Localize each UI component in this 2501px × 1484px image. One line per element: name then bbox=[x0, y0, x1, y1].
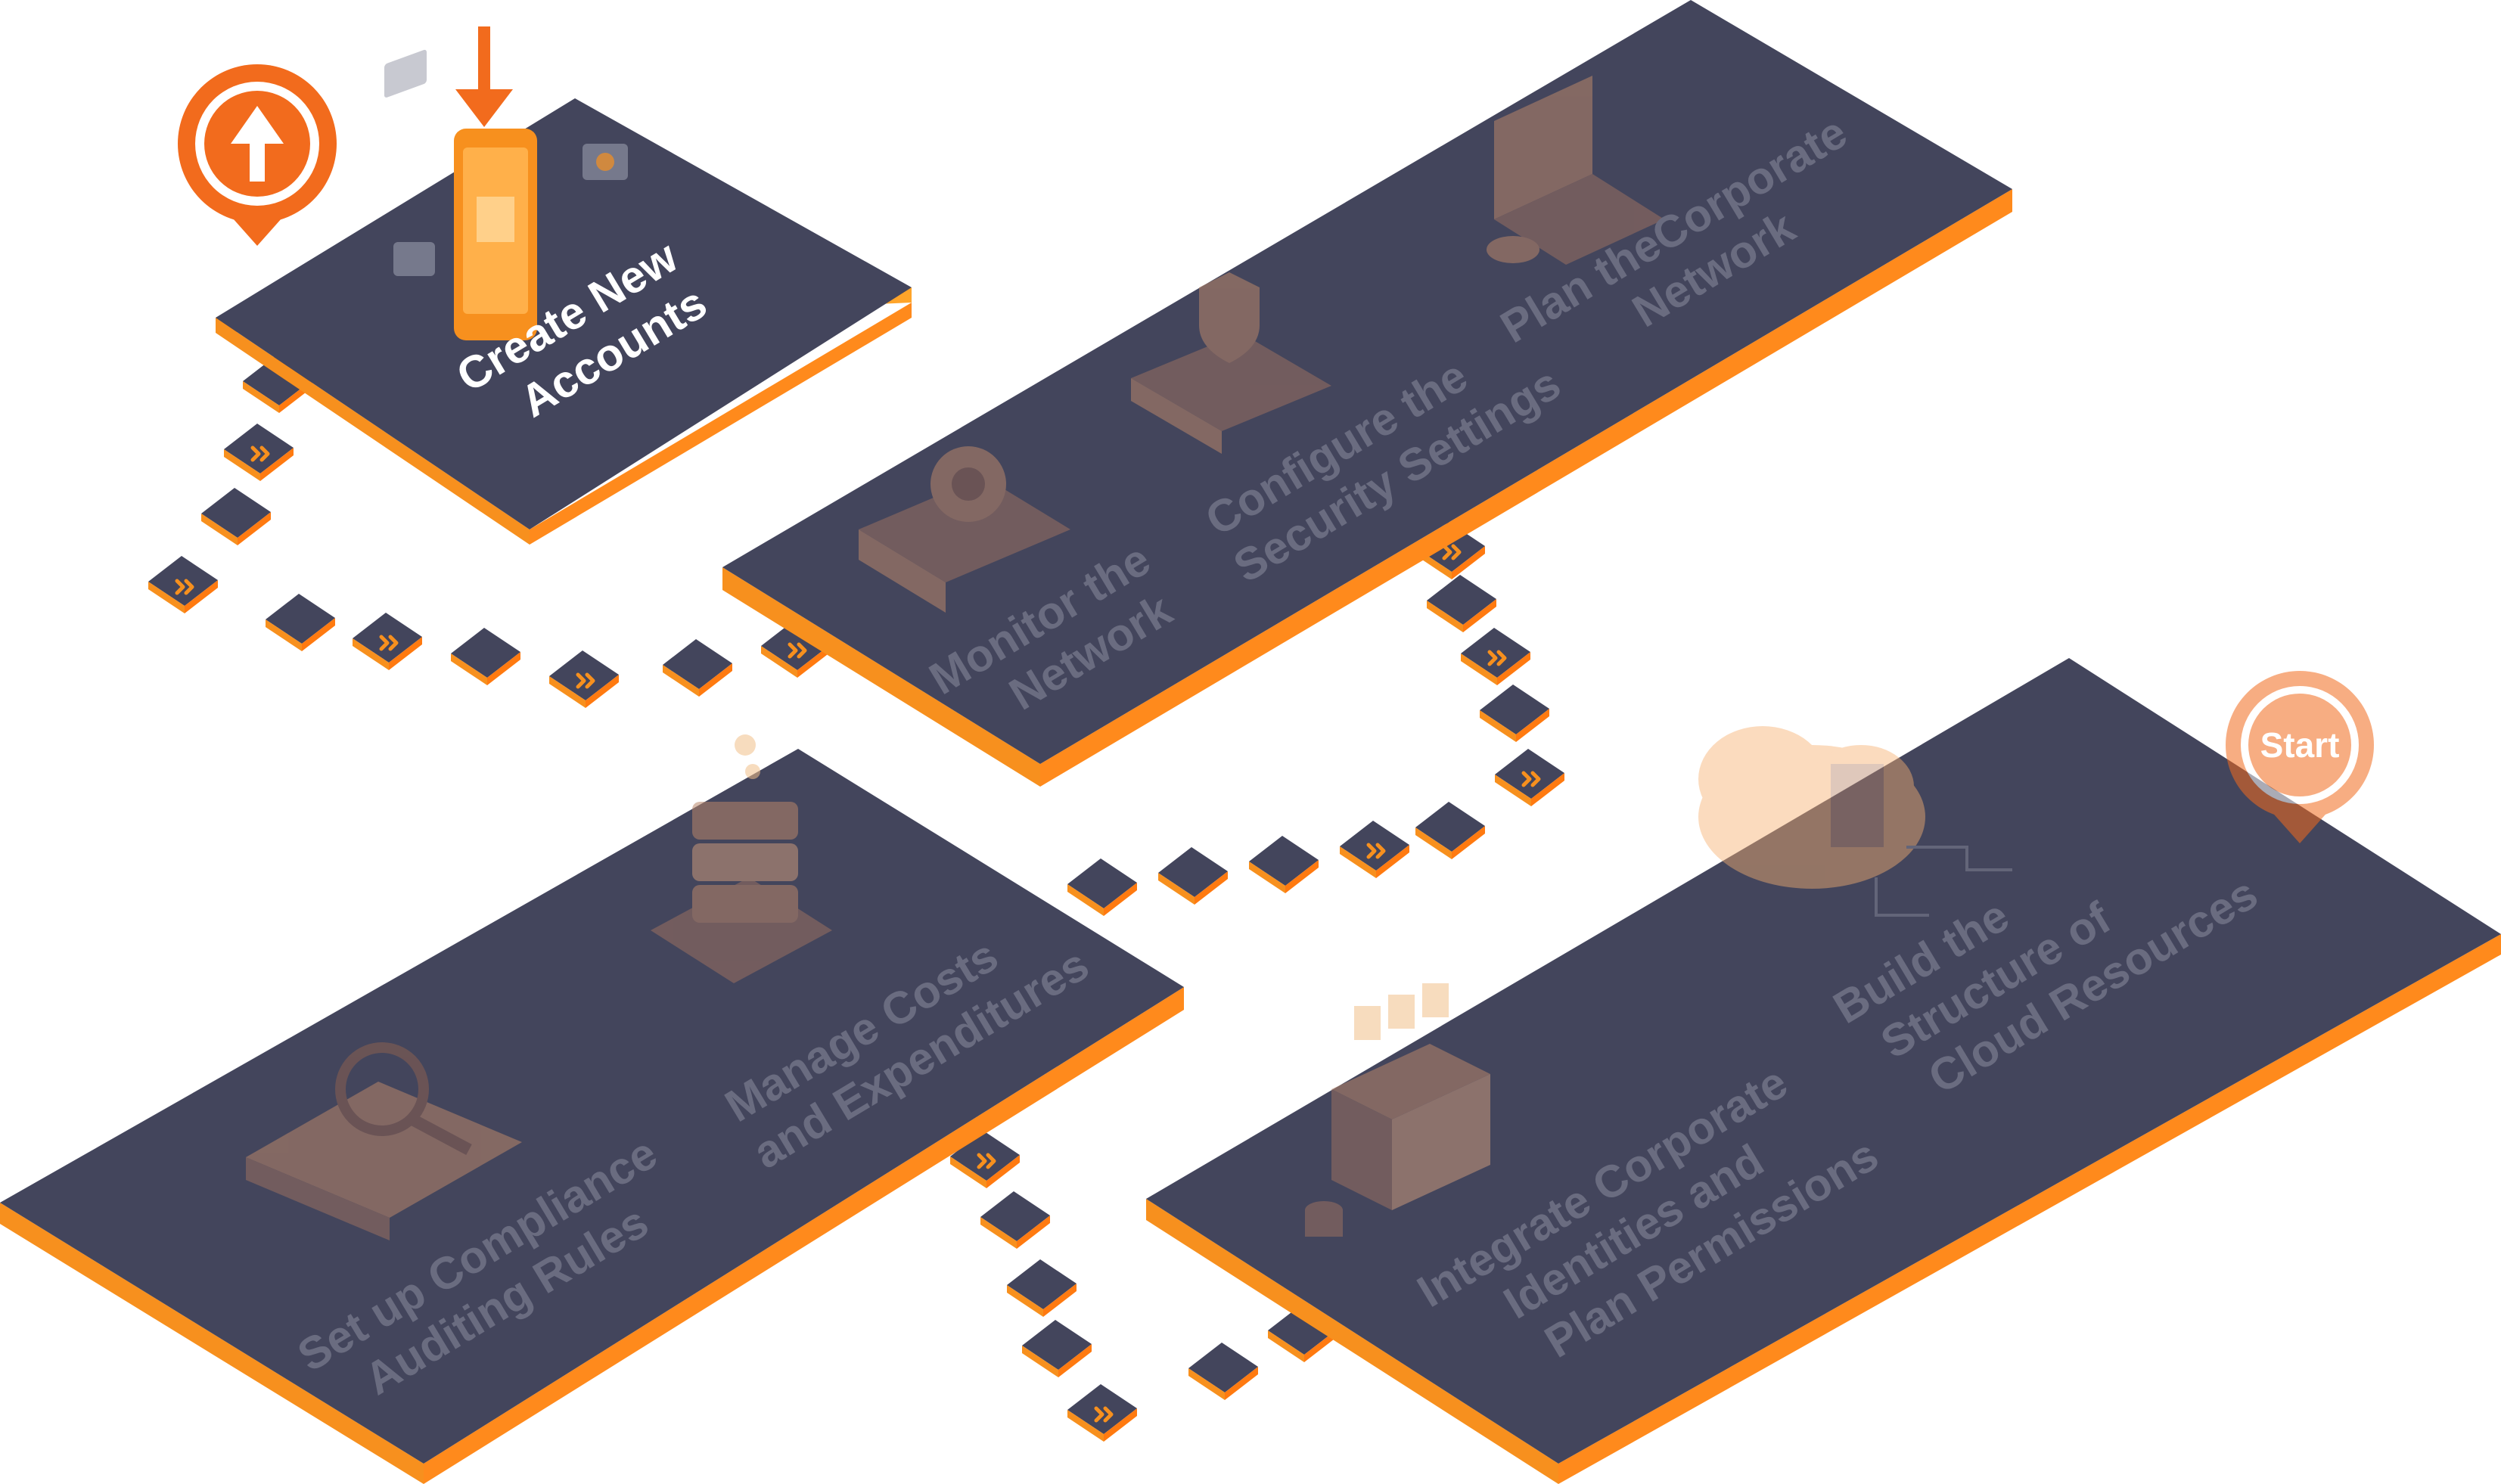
platform-identities-structure bbox=[1146, 658, 2501, 1484]
path-tile bbox=[1067, 858, 1137, 916]
laptop-icon bbox=[1487, 76, 1664, 265]
path-tile bbox=[266, 594, 335, 651]
shield-icon bbox=[1131, 272, 1331, 454]
start-label: Start bbox=[2260, 725, 2340, 765]
path-tile bbox=[201, 488, 271, 545]
path-tile bbox=[980, 1191, 1050, 1249]
camera-icon bbox=[859, 446, 1070, 613]
down-arrow-icon bbox=[455, 26, 513, 127]
magnifier-document-icon bbox=[246, 1042, 522, 1240]
path-tile bbox=[451, 628, 520, 685]
up-arrow-pin-icon bbox=[178, 64, 337, 246]
platform-network bbox=[722, 0, 2012, 787]
path-tile bbox=[1022, 1320, 1092, 1377]
path-tile bbox=[1007, 1259, 1077, 1317]
platform-create-accounts bbox=[216, 98, 912, 545]
path-tile bbox=[1158, 847, 1228, 905]
smartphone-icon bbox=[384, 49, 628, 340]
platform-compliance-costs bbox=[0, 749, 1184, 1484]
path-tile bbox=[1427, 575, 1496, 632]
path-tile bbox=[1415, 802, 1485, 859]
path-tile bbox=[1249, 836, 1319, 893]
path-tile bbox=[1480, 685, 1549, 742]
path-tile bbox=[663, 639, 732, 697]
path-tile bbox=[1188, 1343, 1258, 1400]
identity-database-icon bbox=[1305, 983, 1490, 1237]
start-badge: Start bbox=[2226, 671, 2374, 843]
server-stack-icon bbox=[651, 734, 832, 983]
cloud-icon bbox=[1698, 726, 2012, 917]
